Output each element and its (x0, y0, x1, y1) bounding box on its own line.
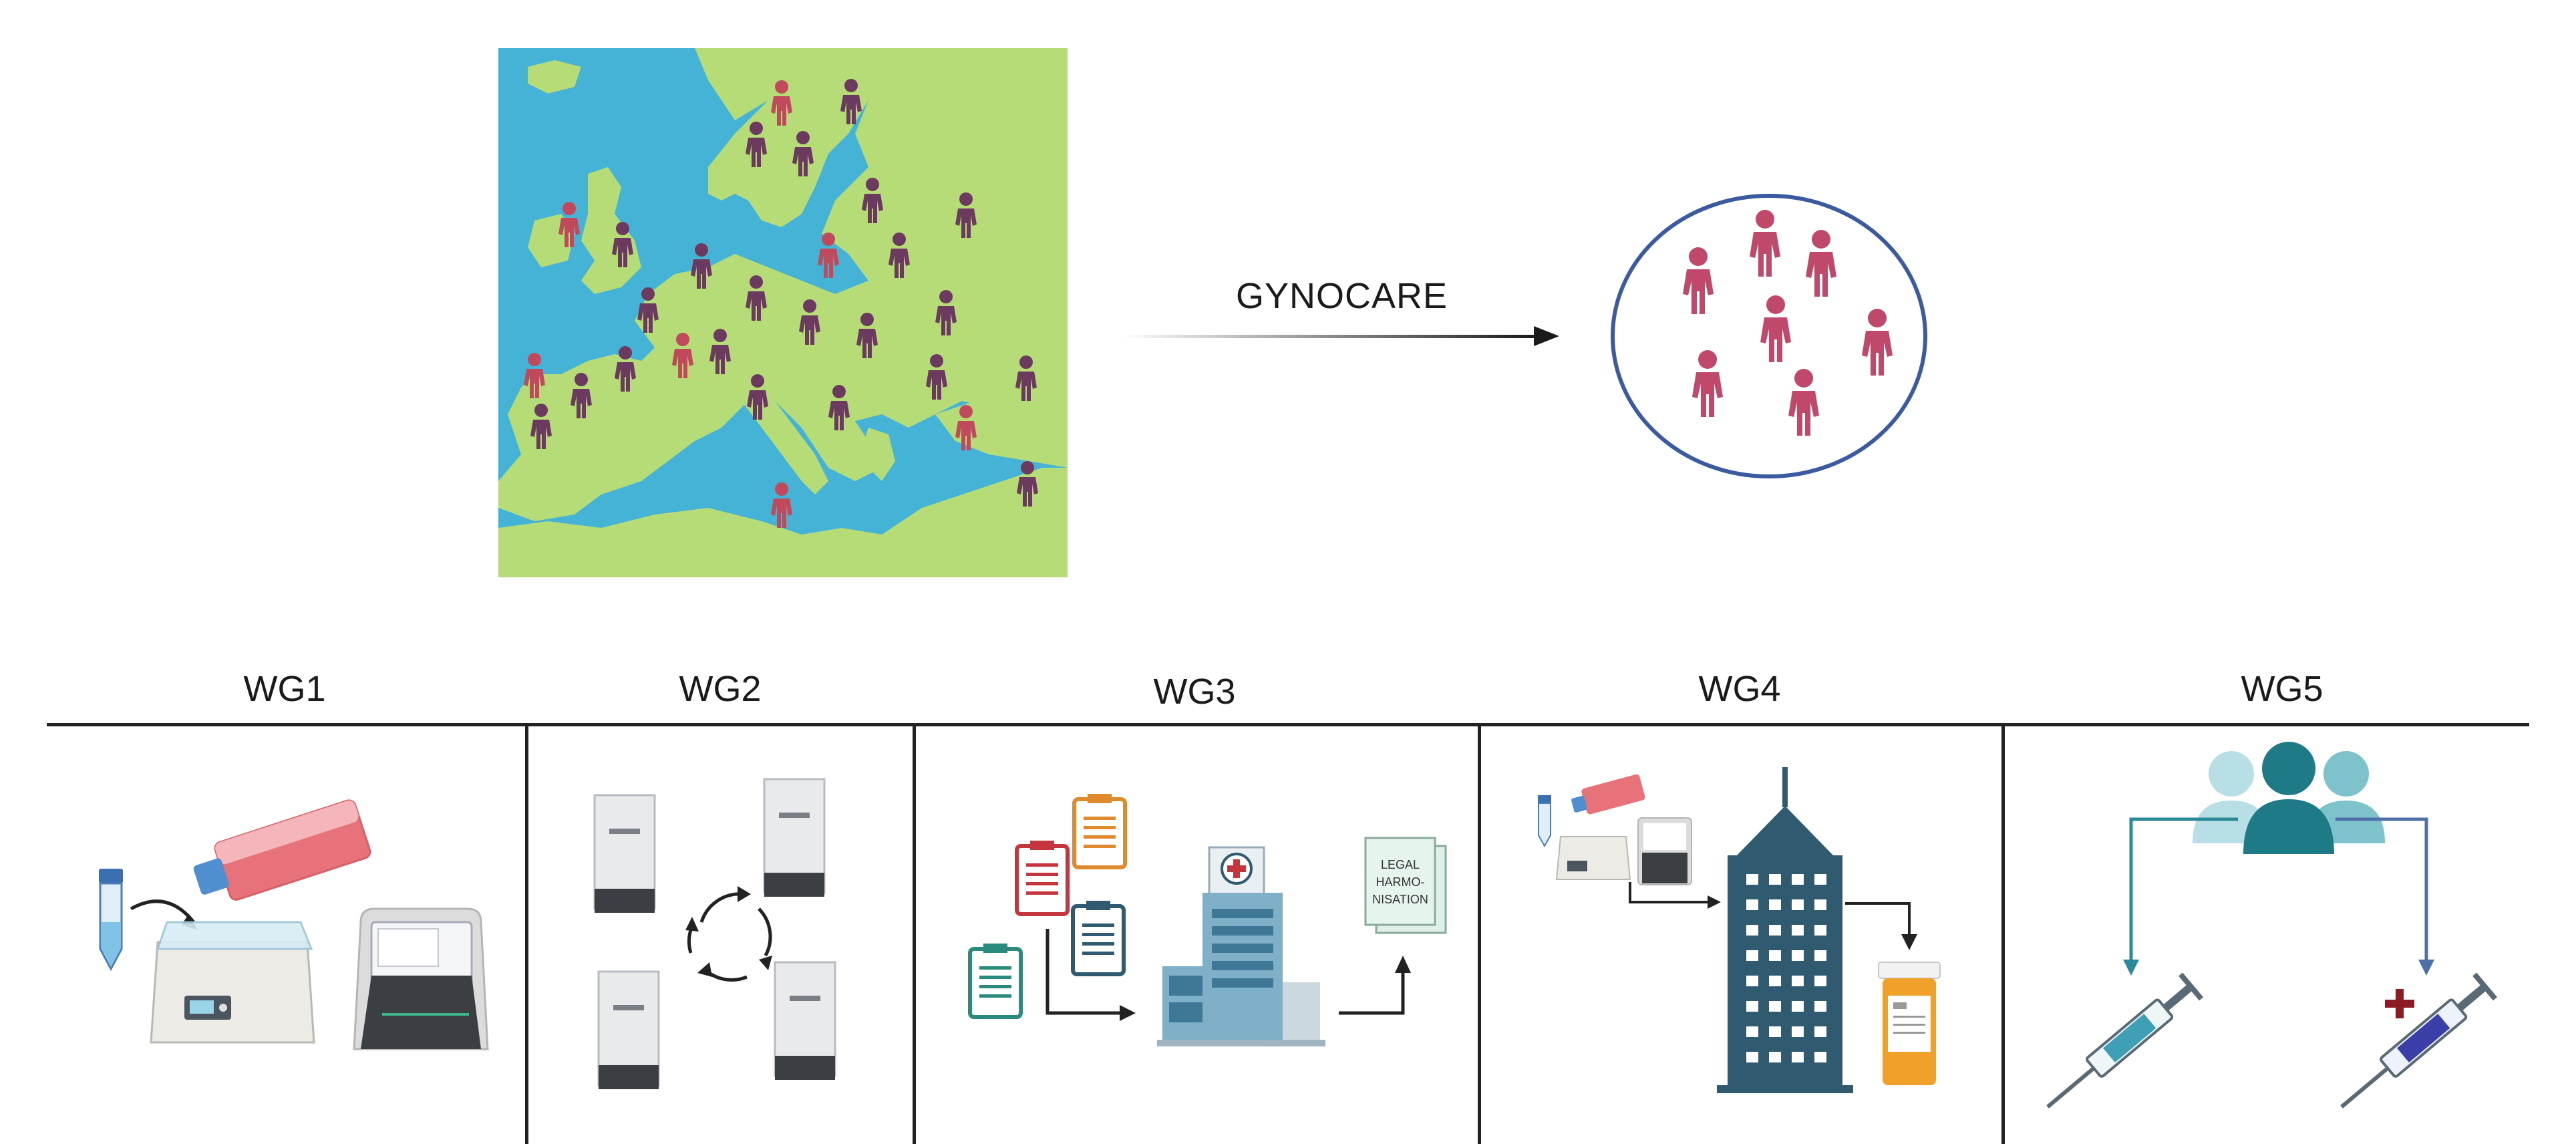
arrow-shaft (1122, 335, 1537, 338)
arrow-head (1534, 326, 1559, 346)
column-divider (1478, 724, 1481, 1144)
legal-text-line: LEGAL (1381, 858, 1420, 871)
falcon-tube-icon (1538, 795, 1551, 848)
water-bath-icon (1555, 836, 1631, 880)
people-group-icon (2193, 742, 2385, 854)
pharma-building-icon (1717, 767, 1853, 1093)
cell-culture-flask-icon (1571, 774, 1645, 815)
map-land-africa (498, 468, 1068, 577)
header-divider (47, 723, 2529, 726)
map-land-north (695, 48, 895, 120)
clipboard-icon (1072, 794, 1127, 869)
gynocare-arrow (1122, 326, 1559, 346)
wg4-illustration (1538, 767, 1941, 1093)
syringe-icon (2046, 972, 2204, 1109)
column-divider (2001, 724, 2005, 1144)
clipboard-icon (1071, 901, 1126, 976)
wg4-label: WG4 (1698, 669, 1781, 709)
arrow-line (1045, 929, 1122, 1015)
europe-map (498, 48, 1068, 577)
legal-document-icon: LEGAL HARMO- NISATION (1364, 837, 1447, 934)
plus-icon (2385, 989, 2414, 1018)
arrow-line (1339, 970, 1405, 1015)
wg2-label: WG2 (679, 669, 762, 709)
pill-bottle-icon (1878, 962, 1941, 1085)
clipboard-icon (1015, 841, 1070, 916)
clipboard-icon (968, 944, 1023, 1019)
wg2-illustration (593, 778, 836, 1089)
wg1-label: WG1 (243, 669, 326, 709)
selected-people-circle (1611, 194, 1927, 478)
freezer-icon (597, 970, 660, 1089)
cell-culture-flask-icon (193, 799, 371, 901)
cycle-arrows-icon (687, 892, 772, 982)
wg5-illustration (2046, 742, 2498, 1109)
legal-text-line: NISATION (1372, 893, 1428, 906)
arrow-line (2336, 817, 2428, 962)
gynocare-label: GYNOCARE (1236, 276, 1448, 316)
hospital-icon (1157, 846, 1325, 1046)
top-illustration (498, 48, 1927, 577)
water-bath-icon (150, 921, 315, 1044)
building-windows (1746, 874, 1826, 1062)
sequencer-machine-icon (353, 907, 489, 1050)
legal-text-line: HARMO- (1376, 875, 1425, 889)
sequencer-machine-icon (1637, 817, 1692, 885)
freezer-icon (774, 961, 836, 1080)
map-land-mainland (498, 48, 1068, 521)
arrow-line (1629, 882, 1710, 903)
wg5-label: WG5 (2241, 669, 2323, 709)
arrow-line (2129, 817, 2238, 962)
falcon-tube-icon (99, 869, 123, 972)
map-land-iceland (528, 60, 581, 94)
map-land-greece (862, 428, 895, 481)
freezer-icon (763, 778, 826, 897)
arrow-line (1845, 902, 1911, 936)
curved-arrow (130, 899, 195, 923)
wg3-illustration: LEGAL HARMO- NISATION (968, 794, 1447, 1046)
freezer-icon (593, 794, 656, 913)
column-divider (525, 724, 528, 1144)
wg3-label: WG3 (1153, 672, 1236, 712)
column-divider (913, 724, 916, 1144)
syringe-icon (2340, 972, 2498, 1109)
wg1-illustration (99, 799, 489, 1050)
